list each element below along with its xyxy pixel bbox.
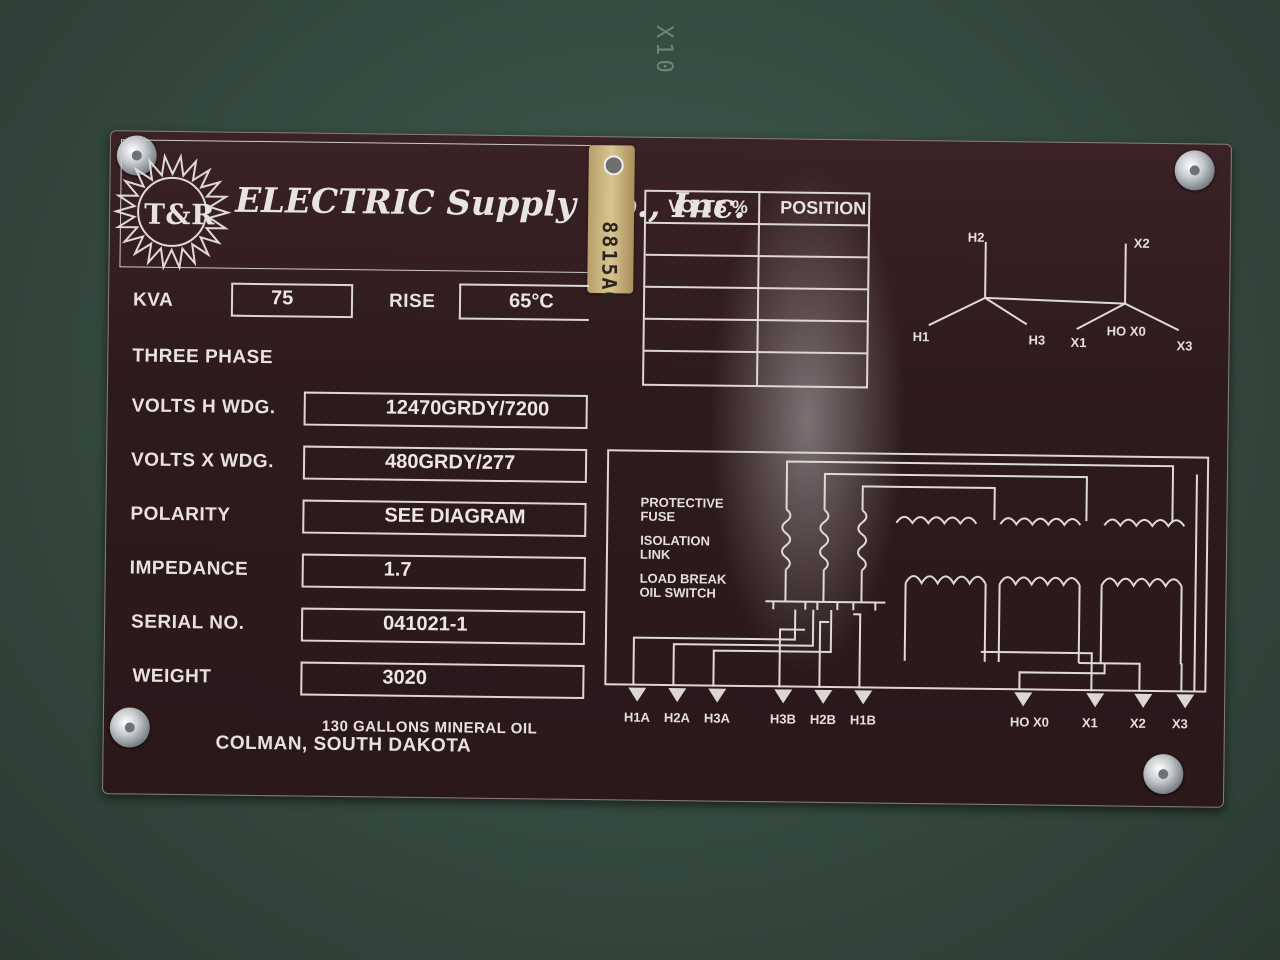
isolation-link-label: ISOLATION LINK [639, 532, 711, 563]
terminal-label: H2A [663, 709, 691, 726]
vector-diagram-lines [928, 241, 1180, 332]
background-stamp: X10 [651, 25, 676, 77]
terminal-bushing-icon [854, 690, 873, 705]
terminal-label: H3B [769, 711, 797, 727]
wiring-diagram [632, 460, 1198, 693]
terminal-bushing-icon [1086, 693, 1105, 708]
terminal-label: HO X0 [1009, 714, 1050, 730]
terminal-bushing-icon [628, 687, 647, 702]
load-break-label: LOAD BREAK OIL SWITCH [639, 570, 727, 601]
terminal-bushing-icon [1134, 693, 1153, 708]
terminal-bushing-icon [708, 688, 727, 703]
terminal-label: H1B [849, 712, 877, 728]
terminal-bushing-icon [668, 688, 687, 703]
terminal-label: H3A [703, 710, 731, 726]
nameplate: T&R ELECTRIC Supply Co., Inc. 8815AQ KVA… [101, 130, 1233, 808]
terminal-bushing-icon [774, 689, 793, 704]
protective-fuse-label: PROTECTIVE FUSE [640, 494, 724, 525]
terminal-label: X1 [1081, 715, 1098, 731]
terminal-label: X2 [1129, 715, 1146, 731]
terminal-label: H2B [809, 711, 837, 728]
terminal-bushing-icon [1014, 692, 1033, 707]
terminal-bushing-icon [814, 689, 833, 705]
terminal-label: H1A [623, 709, 651, 725]
terminal-bushing-icon [1176, 694, 1195, 709]
logo-starburst-icon [112, 152, 232, 271]
terminal-label: X3 [1171, 716, 1188, 732]
